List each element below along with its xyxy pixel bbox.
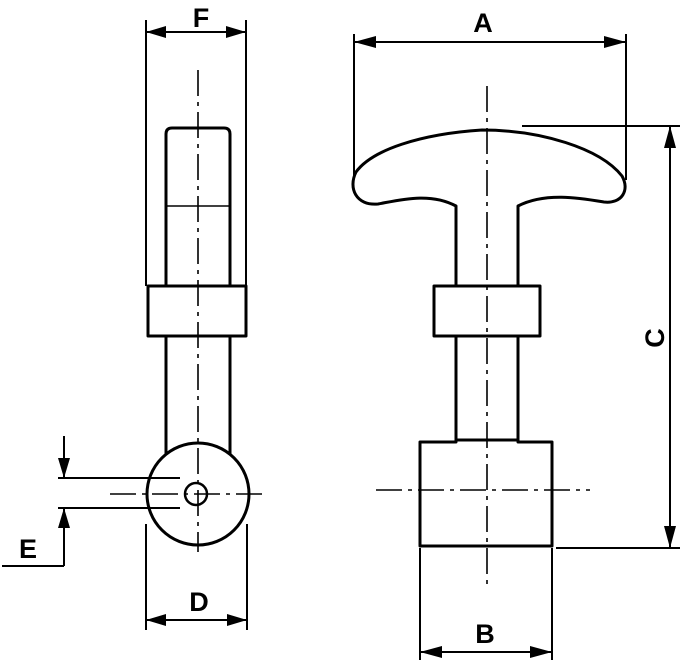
dimension-f-label: F: [193, 3, 210, 33]
dimension-a-arrow-right: [604, 36, 626, 48]
dimension-f: F: [145, 3, 247, 286]
front-view: [351, 86, 627, 590]
dimension-f-arrow-left: [146, 26, 166, 38]
dimension-e-label: E: [19, 534, 37, 564]
front-view-base-block: [418, 438, 554, 548]
dimension-d: D: [145, 524, 248, 630]
dimension-b-label: B: [475, 619, 495, 649]
dimension-c-label: C: [640, 328, 670, 348]
dimension-c: C: [522, 125, 680, 549]
side-view-collar: [146, 284, 248, 338]
dimension-e-arrow-lower: [58, 508, 70, 528]
dimension-b-arrow-right: [530, 646, 552, 658]
dimension-d-label: D: [189, 587, 209, 617]
dimension-d-arrow-right: [227, 614, 247, 626]
dimension-e: E: [2, 436, 180, 567]
dimension-f-arrow-right: [226, 26, 246, 38]
dimension-d-arrow-left: [146, 614, 166, 626]
dimension-e-arrow-upper: [58, 458, 70, 478]
dimension-a: A: [353, 8, 627, 180]
dimension-b-arrow-left: [420, 646, 442, 658]
dimension-c-arrow-top: [664, 126, 676, 148]
dimension-a-arrow-left: [354, 36, 376, 48]
dimension-b: B: [419, 548, 553, 660]
side-view: [110, 70, 262, 552]
front-view-t-handle: [351, 128, 627, 288]
dimension-c-arrow-bottom: [664, 526, 676, 548]
dimension-a-label: A: [473, 8, 493, 38]
